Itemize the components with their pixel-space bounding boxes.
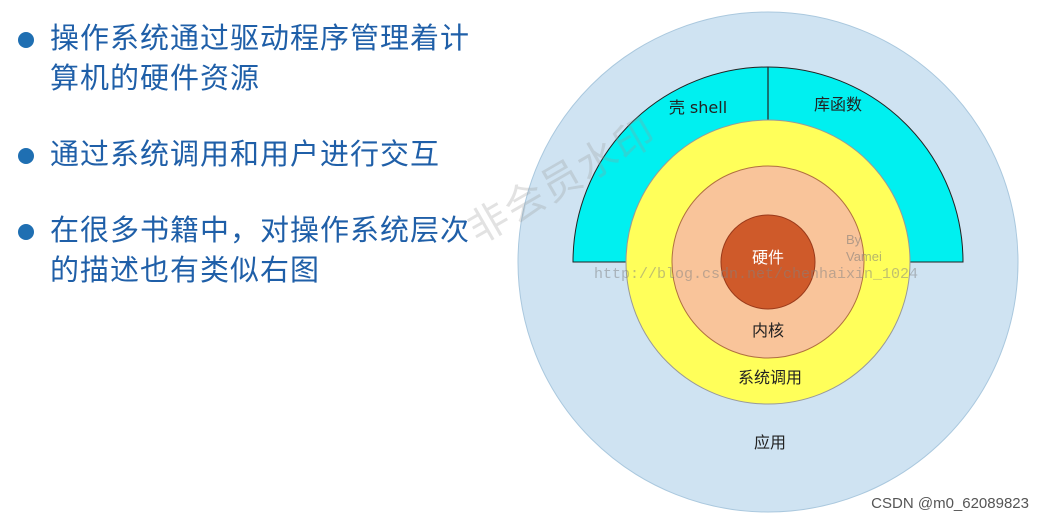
hardware-label: 硬件 [752,248,784,267]
hardware-layer [720,214,816,310]
kernel-label: 内核 [752,321,784,340]
library-label: 库函数 [814,95,862,114]
bullet-item: 通过系统调用和用户进行交互 [14,134,494,174]
bullet-text-cont: 算机的硬件资源 [50,61,261,95]
bullet-item: 操作系统通过驱动程序管理着计 算机的硬件资源 [14,18,494,98]
shell-label: 壳 shell [669,98,727,117]
bullet-list: 操作系统通过驱动程序管理着计 算机的硬件资源 通过系统调用和用户进行交互 在很多… [14,18,494,326]
bullet-text: 在很多书籍中，对操作系统层次 [50,213,471,247]
bullet-dot [18,32,34,48]
overlay-by-text: By [846,232,862,247]
syscall-label: 系统调用 [738,368,802,387]
overlay-url-text: http://blog.csdn.net/chenhaixin_1024 [594,266,918,283]
bullet-text: 操作系统通过驱动程序管理着计 [50,21,471,55]
bullet-text: 通过系统调用和用户进行交互 [50,137,441,171]
bullet-dot [18,148,34,164]
overlay-author-text: Vamei [846,249,882,264]
bullet-dot [18,224,34,240]
bullet-item: 在很多书籍中，对操作系统层次 的描述也有类似右图 [14,210,494,290]
credit-text: CSDN @m0_62089823 [871,495,1029,512]
bullet-text-cont: 的描述也有类似右图 [50,253,321,287]
apps-label: 应用 [754,433,786,452]
